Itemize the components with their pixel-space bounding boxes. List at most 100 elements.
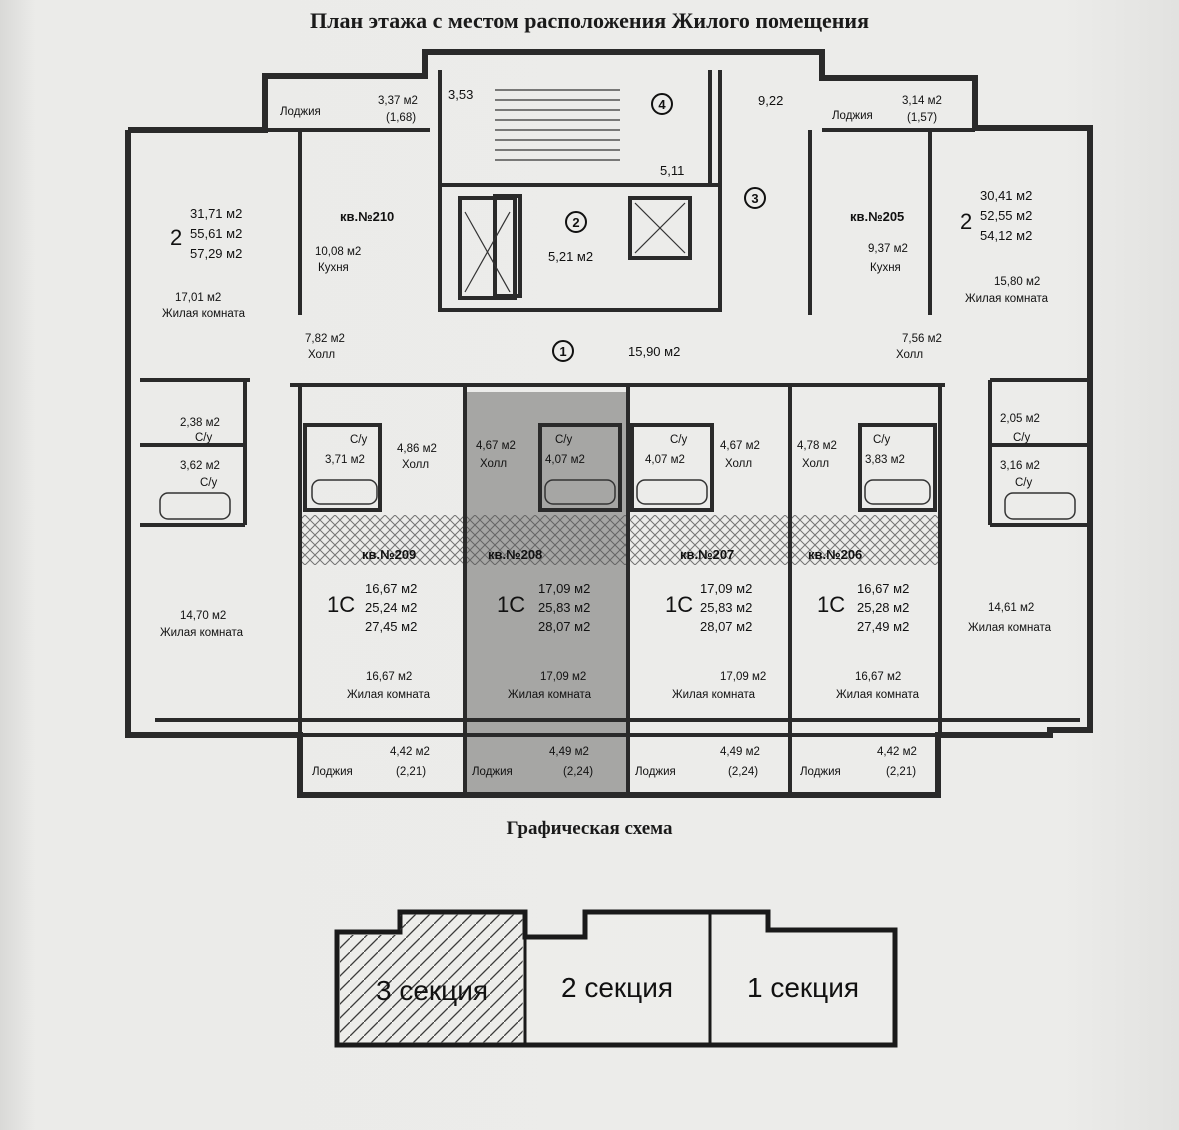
apt210-bath2: С/у [200,477,218,489]
apt206-living-area: 16,67 м2 [855,671,901,683]
page-title: План этажа с местом расположения Жилого … [310,8,869,33]
apt206-loggia: Лоджия [800,766,841,778]
apt207-living-area: 17,09 м2 [720,671,766,683]
corridor-area: 15,90 м2 [628,344,680,359]
apt208-area3: 28,07 м2 [538,619,590,634]
apt207-loggia-reduced: (2,24) [728,766,758,778]
core-number-1: 1 [559,344,566,359]
apt205-label: кв.№205 [850,209,904,224]
apt208-hall-area: 4,67 м2 [476,440,516,452]
core-number-4: 4 [658,97,666,112]
apt207-hall: Холл [725,458,752,470]
apt210-area1: 31,71 м2 [190,206,242,221]
apt207-area2: 25,83 м2 [700,600,752,615]
apt205-living-area: 15,80 м2 [994,276,1040,288]
apt208-living-area: 17,09 м2 [540,671,586,683]
apt207-bath-area: 4,07 м2 [645,454,685,466]
apt205-bath2: С/у [1015,477,1033,489]
apt208-area2: 25,83 м2 [538,600,590,615]
apt205-kitchen-area: 9,37 м2 [868,243,908,255]
apt205: Лоджия 3,14 м2 (1,57) кв.№205 2 30,41 м2… [832,95,1049,489]
core-area-353: 3,53 [448,87,473,102]
apt208-hall: Холл [480,458,507,470]
apt210-kitchen: Кухня [318,262,349,274]
apt206-loggia-area: 4,42 м2 [877,746,917,758]
core-number-3: 3 [751,191,758,206]
apt210-rooms: 2 [170,225,182,250]
apt210-area2: 55,61 м2 [190,226,242,241]
apt209-living-area: 16,67 м2 [366,671,412,683]
apt210-area3: 57,29 м2 [190,246,242,261]
apt207-bath: С/у [670,434,688,446]
section-1-label: 1 секция [747,972,859,1003]
apt209-hall-area: 4,86 м2 [397,443,437,455]
apt208-area1: 17,09 м2 [538,581,590,596]
apt207-area3: 28,07 м2 [700,619,752,634]
apt206-area1: 16,67 м2 [857,581,909,596]
apt207-loggia-area: 4,49 м2 [720,746,760,758]
apt210-loggia-area: 3,37 м2 [378,95,418,107]
apt208-loggia-area: 4,49 м2 [549,746,589,758]
apt206-area3: 27,49 м2 [857,619,909,634]
apt206-area2: 25,28 м2 [857,600,909,615]
apt209-area1: 16,67 м2 [365,581,417,596]
apt205-hall: Холл [896,349,923,361]
core-area-521: 5,21 м2 [548,249,593,264]
apt209-hall: Холл [402,459,429,471]
stairs [464,89,686,293]
apt210-living-area: 17,01 м2 [175,292,221,304]
apt205-bath2-area: 3,16 м2 [1000,460,1040,472]
apt206-hall-area: 4,78 м2 [797,440,837,452]
apt210-hall-area: 7,82 м2 [305,333,345,345]
apt206-living: Жилая комната [836,689,920,701]
apt206: 4,78 м2 Холл С/у 3,83 м2 кв.№206 1С 16,6… [797,434,1052,778]
apt209-area3: 27,45 м2 [365,619,417,634]
apt208-bath-area: 4,07 м2 [545,454,585,466]
apt210-loggia-reduced: (1,68) [386,112,416,124]
apt206-bath-area: 3,83 м2 [865,454,905,466]
apt205-area1: 30,41 м2 [980,188,1032,203]
apt208: 4,67 м2 Холл С/у 4,07 м2 кв.№208 1С 17,0… [472,434,593,778]
apt205-area3: 54,12 м2 [980,228,1032,243]
apt208-label: кв.№208 [488,547,542,562]
apt206-hall: Холл [802,458,829,470]
apt206-living2: Жилая комната [968,622,1052,634]
apt205-bath1: С/у [1013,432,1031,444]
interior-walls [140,70,1090,795]
apt205-loggia: Лоджия [832,110,873,122]
apt209-living2: Жилая комната [160,627,244,639]
apt207-area1: 17,09 м2 [700,581,752,596]
apt205-area2: 52,55 м2 [980,208,1032,223]
apt206-loggia-reduced: (2,21) [886,766,916,778]
apt208-living: Жилая комната [508,689,592,701]
core-area-511: 5,11 [660,163,684,178]
apt206-living2-area: 14,61 м2 [988,602,1034,614]
apt210-hall: Холл [308,349,335,361]
apt207-hall-area: 4,67 м2 [720,440,760,452]
section-3-label: 3 секция [376,975,488,1006]
apt209-label: кв.№209 [362,547,416,562]
apt210-living: Жилая комната [162,308,246,320]
apt207-living: Жилая комната [672,689,756,701]
apt210-kitchen-area: 10,08 м2 [315,246,361,258]
apt208-loggia-reduced: (2,24) [563,766,593,778]
apt210-label: кв.№210 [340,209,394,224]
section-scheme: 3 секция 2 секция 1 секция [334,909,898,1048]
apt209-loggia-reduced: (2,21) [396,766,426,778]
apt206-bath: С/у [873,434,891,446]
apt209: С/у 3,71 м2 4,86 м2 Холл кв.№209 1С 16,6… [160,434,437,778]
core-markers: 4 2 3 1 [552,93,766,362]
apt210-loggia: Лоджия [280,106,321,118]
core-number-2: 2 [572,215,579,230]
apt209-living: Жилая комната [347,689,431,701]
apt205-living: Жилая комната [965,293,1049,305]
core-area-922: 9,22 [758,93,783,108]
apt209-bath: С/у [350,434,368,446]
apt205-hall-area: 7,56 м2 [902,333,942,345]
apt209-loggia: Лоджия [312,766,353,778]
apt209-area2: 25,24 м2 [365,600,417,615]
apt206-label: кв.№206 [808,547,862,562]
apt207-loggia: Лоджия [635,766,676,778]
